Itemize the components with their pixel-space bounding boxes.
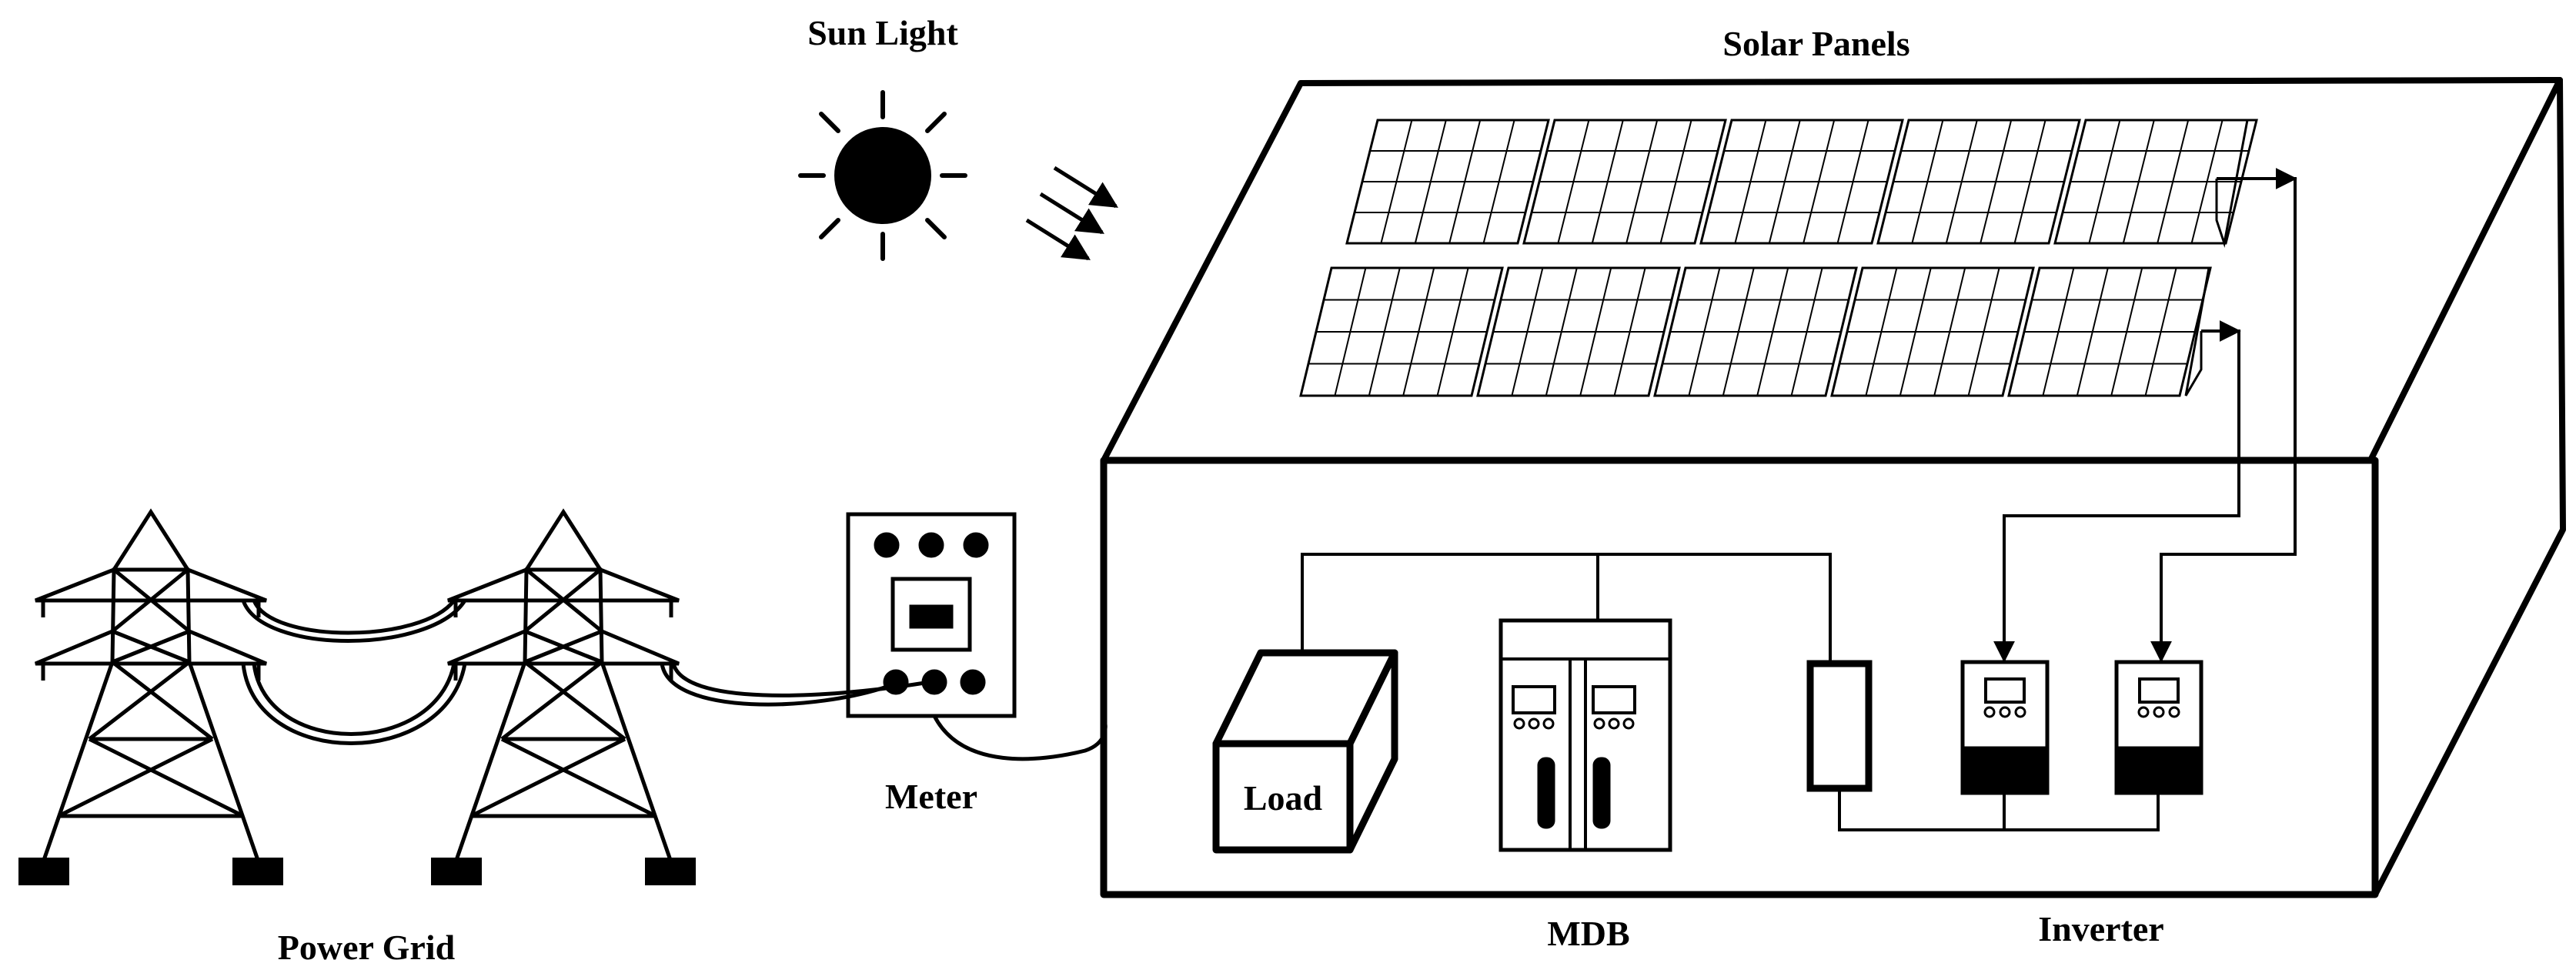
solar-panel [1830, 266, 2035, 397]
grid-cables [241, 599, 931, 745]
solar-panel [1345, 119, 1550, 245]
transmission-tower-left [18, 508, 283, 885]
mdb-cabinet [1498, 618, 1672, 852]
solar-panel [2007, 266, 2212, 397]
inverter-1 [1960, 660, 2050, 795]
load-box [1212, 649, 1398, 854]
solar-panel [1653, 266, 1858, 397]
solar-panel-array [1299, 119, 2258, 397]
solar-panel [1522, 119, 1727, 245]
sunlight-arrows [1025, 166, 1118, 261]
panel-output-wiring [1993, 168, 2297, 663]
solar-panel [2053, 119, 2258, 245]
solar-panel [1876, 119, 2081, 245]
internal-wiring [1301, 553, 2160, 831]
breaker-box [1806, 660, 1873, 792]
solar-panel [1299, 266, 1504, 397]
sun-label: Sun Light [807, 13, 958, 52]
solar-panel [1699, 119, 1904, 245]
load-label: Load [1244, 778, 1323, 818]
meter-to-building-cable [932, 714, 1108, 761]
mdb-label: MDB [1547, 914, 1629, 953]
sun-icon [798, 90, 967, 261]
grid-label: Power Grid [278, 928, 456, 967]
panels-label: Solar Panels [1722, 24, 1909, 63]
inverter-2 [2114, 660, 2203, 795]
transmission-tower-right [431, 508, 696, 885]
solar-panel [1476, 266, 1681, 397]
meter-box [846, 512, 1017, 718]
meter-label: Meter [885, 777, 977, 816]
inverter-label: Inverter [2038, 909, 2163, 948]
